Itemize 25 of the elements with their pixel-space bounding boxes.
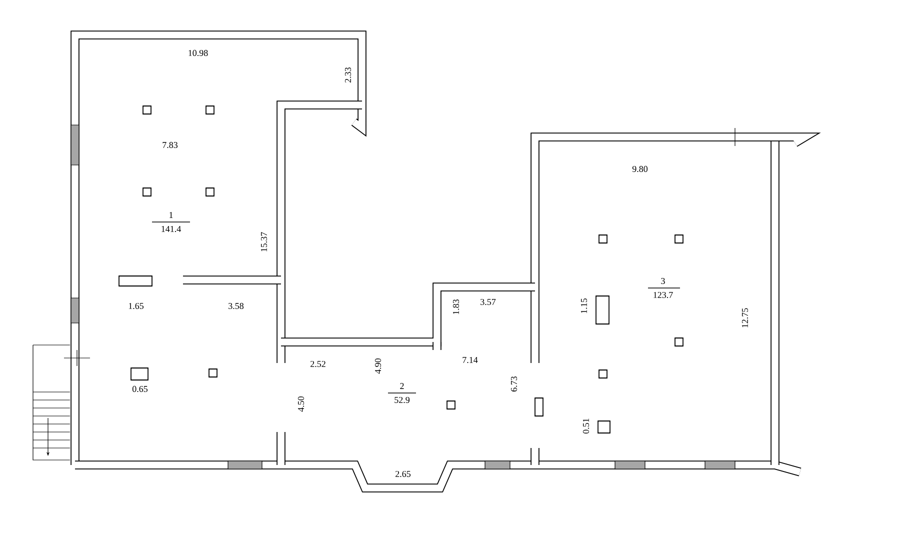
room-area: 123.7: [654, 292, 673, 298]
dimension-label: 12.75: [742, 308, 748, 328]
room-area: 141.4: [162, 226, 181, 232]
dimension-label: 1.83: [452, 299, 460, 314]
dimension-label: 3.57: [480, 298, 496, 306]
room-area: 52.9: [394, 396, 410, 404]
dimension-label: 2.52: [310, 360, 326, 368]
dimension-label: 1.15: [580, 298, 588, 314]
dimension-label: 10.98: [188, 50, 208, 56]
dimension-label: 0.65: [132, 386, 148, 392]
dimension-label: 4.90: [374, 358, 382, 374]
dimension-label: 0.51: [582, 418, 590, 434]
room-number: 2: [400, 383, 404, 389]
dimension-label: 6.73: [510, 376, 518, 392]
dimension-label: 15.37: [260, 232, 268, 252]
room-number: 3: [661, 278, 665, 284]
dimension-label: 3.58: [228, 302, 244, 310]
dimension-label: 9.80: [632, 166, 648, 172]
dimension-label: 1.65: [128, 302, 144, 310]
dimension-label: 4.50: [298, 396, 304, 412]
dimension-label: 2.65: [396, 470, 411, 478]
dimension-label: 7.14: [462, 356, 478, 364]
dimension-label: 2.33: [344, 67, 352, 82]
dimension-label: 7.83: [162, 142, 178, 148]
room-number: 1: [170, 212, 173, 218]
